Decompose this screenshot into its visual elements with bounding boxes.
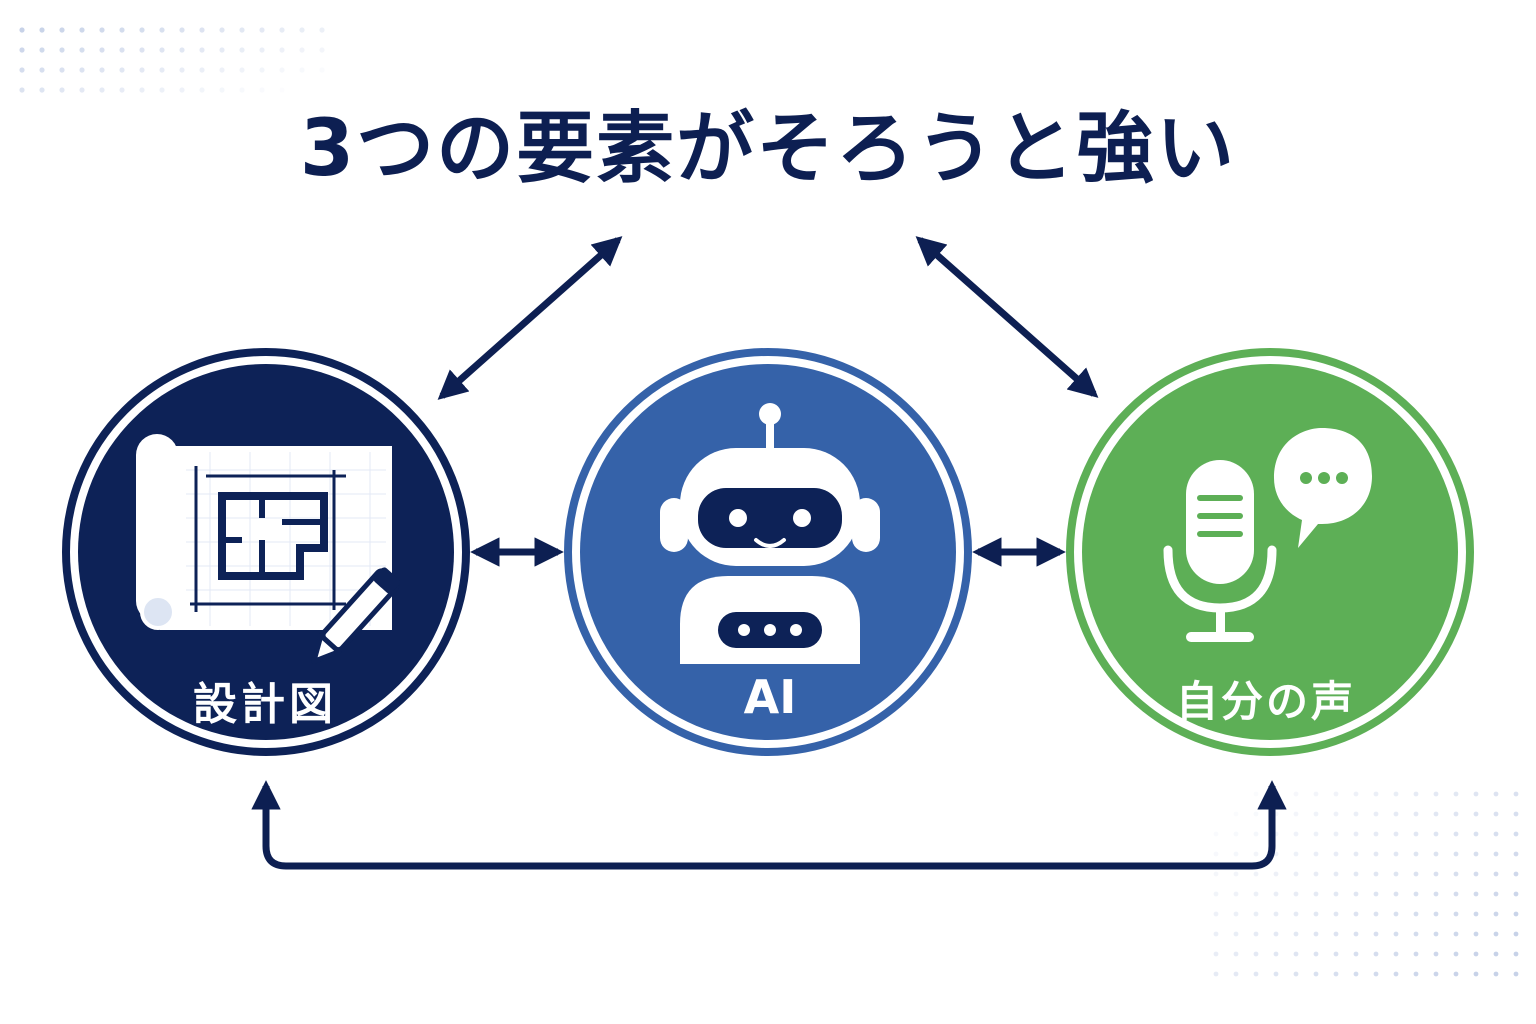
node-ai xyxy=(564,348,972,756)
node-label-voice: 自分の声 xyxy=(1175,677,1356,726)
connector-arrows xyxy=(251,236,1287,870)
node-voice xyxy=(1066,348,1474,756)
speech-bubble-icon xyxy=(1274,428,1372,548)
node-label-design: 設計図 xyxy=(193,679,337,730)
decorative-dot-pattern-top-left xyxy=(19,27,325,93)
robot-icon xyxy=(660,403,880,664)
arrow-title-to-voice xyxy=(915,236,1099,398)
microphone-speech-icon xyxy=(1163,428,1372,642)
arrow-design-to-voice-loop xyxy=(251,780,1287,870)
blueprint-icon xyxy=(136,434,401,665)
decorative-dot-pattern-bottom-right xyxy=(1213,791,1519,977)
node-design xyxy=(62,348,470,756)
arrow-design-to-title xyxy=(437,236,623,400)
node-label-ai: AI xyxy=(743,670,797,724)
page-title: 3つの要素がそろうと強い xyxy=(299,104,1237,194)
microphone-icon xyxy=(1163,460,1277,642)
